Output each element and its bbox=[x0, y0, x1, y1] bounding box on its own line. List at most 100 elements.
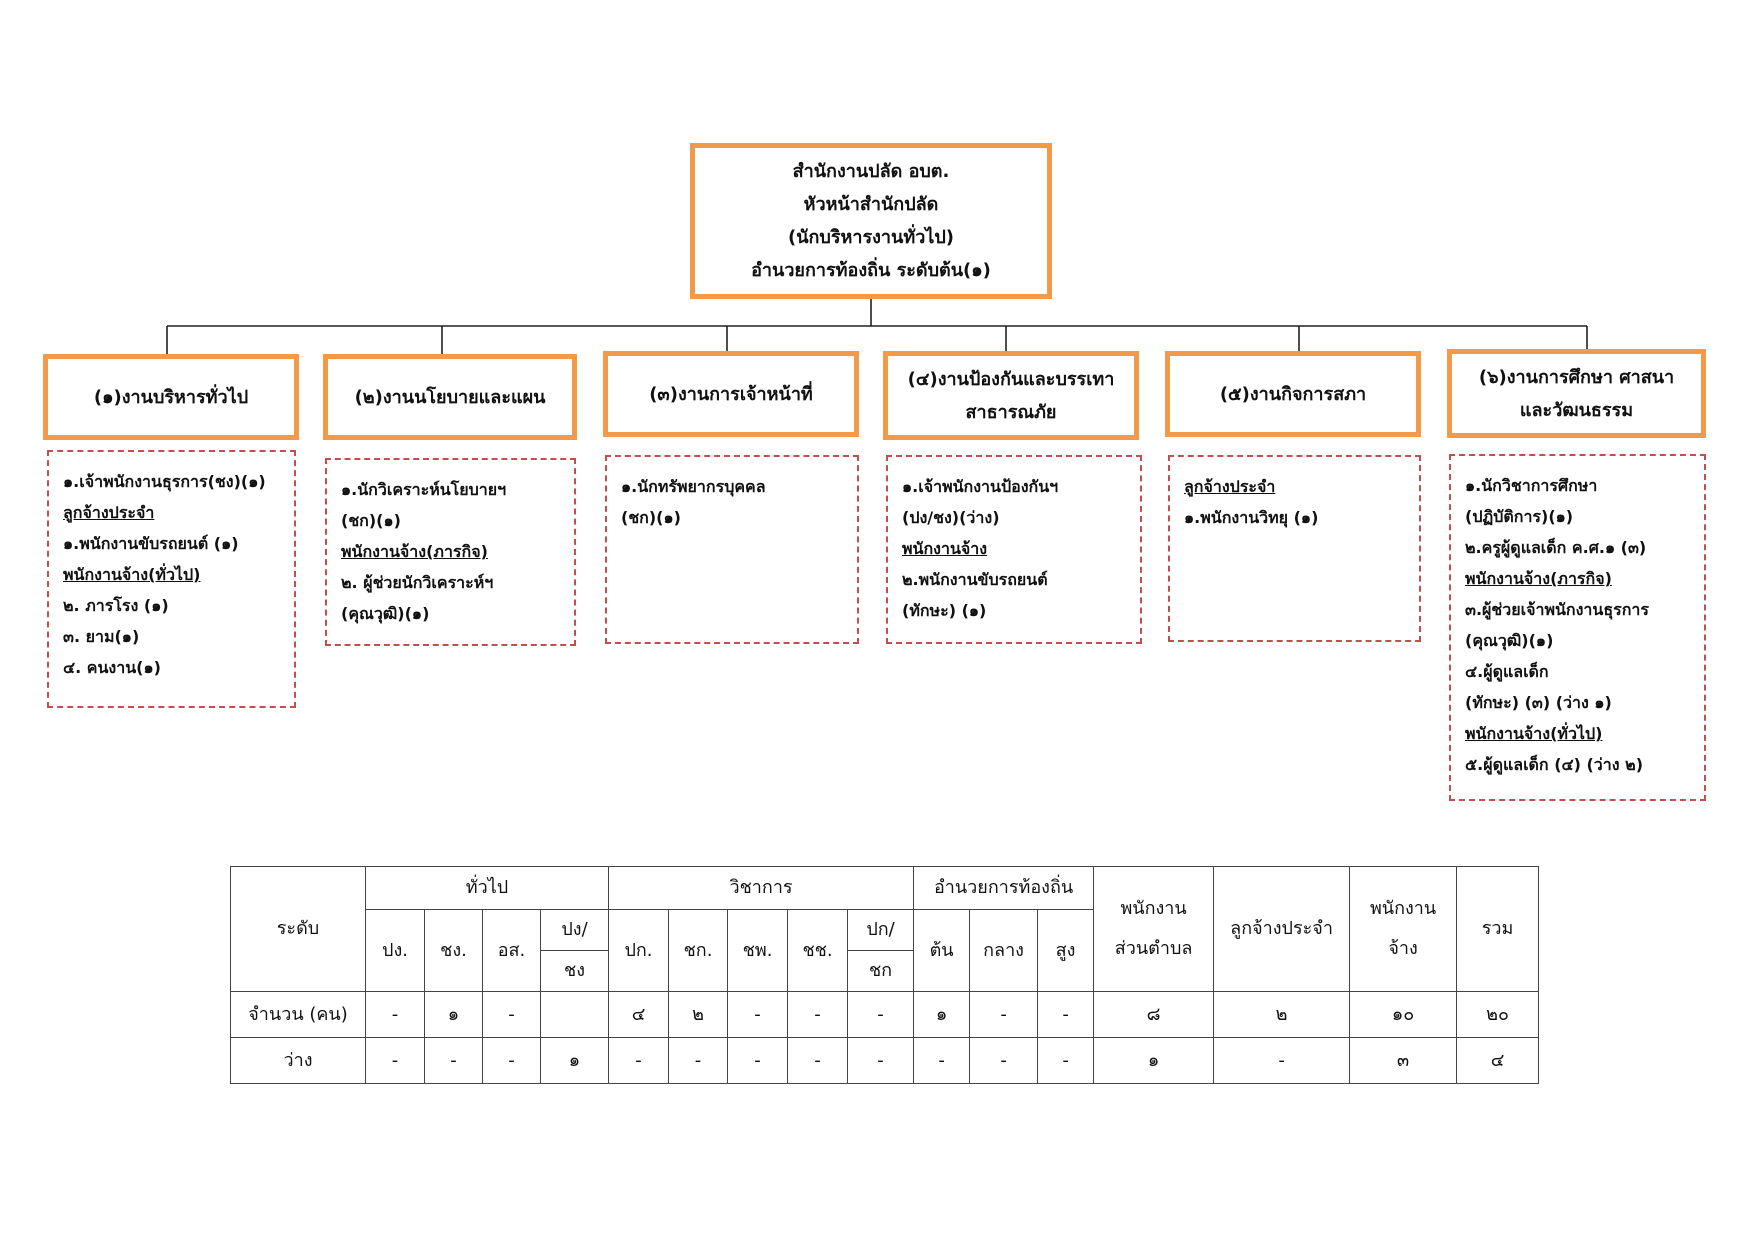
col-header: กลาง bbox=[969, 909, 1039, 992]
section-title: (๔)งานป้องกันและบรรเทา bbox=[907, 368, 1115, 390]
detail-item: ๑.เจ้าพนักงานธุรการ(ชง)(๑) bbox=[63, 472, 266, 491]
table-row: ว่าง - - - ๑ - - - - - - - - ๑ - ๓ ๔ bbox=[230, 1037, 1540, 1084]
col-header: ปก/ bbox=[847, 909, 915, 951]
head-office-box: สำนักงานปลัด อบต. หัวหน้าสำนักปลัด (นักบ… bbox=[690, 143, 1052, 299]
col-header: อส. bbox=[482, 909, 541, 992]
head-line-2: หัวหน้าสำนักปลัด bbox=[803, 194, 939, 215]
table-cell: ๒๐ bbox=[1456, 991, 1540, 1038]
col-header: ต้น bbox=[913, 909, 971, 992]
table-cell: ๑๐ bbox=[1349, 991, 1458, 1038]
table-row: จำนวน (คน) - ๑ - ๔ ๒ - - - ๑ - - ๘ ๒ ๑๐ … bbox=[230, 991, 1540, 1038]
detail-item: พนักงานจ้าง bbox=[902, 539, 988, 558]
detail-item: พนักงานจ้าง(ภารกิจ) bbox=[1465, 569, 1612, 588]
section-box-1: (๑)งานบริหารทั่วไป bbox=[43, 354, 299, 440]
staffing-summary-table: ระดับ ทั่วไป วิชาการ อำนวยการท้องถิ่น พน… bbox=[230, 866, 1540, 1084]
table-cell: ๑ bbox=[913, 991, 971, 1038]
col-header: สูง bbox=[1037, 909, 1095, 992]
section-detail-5: ลูกจ้างประจำ ๑.พนักงานวิทยุ (๑) bbox=[1168, 455, 1421, 642]
head-line-1: สำนักงานปลัด อบต. bbox=[792, 161, 950, 182]
detail-item: (ปง/ชง)(ว่าง) bbox=[902, 508, 1000, 527]
section-detail-6: ๑.นักวิชาการศึกษา (ปฏิบัติการ)(๑) ๒.ครูผ… bbox=[1449, 454, 1706, 801]
admin-group-header: อำนวยการท้องถิ่น bbox=[913, 866, 1095, 910]
col-header: ชช. bbox=[787, 909, 849, 992]
section-title: (๒)งานนโยบายและแผน bbox=[354, 386, 546, 408]
col-header: ชง. bbox=[424, 909, 483, 992]
table-cell: - bbox=[1213, 1037, 1351, 1084]
col-header: ชก. bbox=[668, 909, 729, 992]
row-label: ว่าง bbox=[230, 1037, 366, 1084]
contract-header: พนักงาน จ้าง bbox=[1349, 866, 1458, 992]
table-cell: ๔ bbox=[1456, 1037, 1540, 1084]
section-box-5: (๕)งานกิจการสภา bbox=[1165, 351, 1421, 437]
detail-item: ๔.ผู้ดูแลเด็ก bbox=[1465, 662, 1549, 681]
detail-item: ลูกจ้างประจำ bbox=[1184, 477, 1276, 496]
table-cell: - bbox=[482, 991, 541, 1038]
table-cell: - bbox=[847, 991, 915, 1038]
detail-item: ๕.ผู้ดูแลเด็ก (๔) (ว่าง ๒) bbox=[1465, 755, 1644, 774]
detail-item: ๒. ผู้ช่วยนักวิเคราะห์ฯ bbox=[341, 573, 494, 592]
section-detail-1: ๑.เจ้าพนักงานธุรการ(ชง)(๑) ลูกจ้างประจำ … bbox=[47, 450, 296, 708]
head-line-3: (นักบริหารงานทั่วไป) bbox=[787, 227, 955, 248]
section-detail-4: ๑.เจ้าพนักงานป้องกันฯ (ปง/ชง)(ว่าง) พนัก… bbox=[886, 455, 1142, 644]
detail-item: (ชก)(๑) bbox=[621, 508, 681, 527]
table-cell: - bbox=[365, 991, 425, 1038]
section-title-line-2: และวัฒนธรรม bbox=[1519, 399, 1634, 421]
table-cell: - bbox=[969, 991, 1039, 1038]
detail-item: ๑.พนักงานขับรถยนต์ (๑) bbox=[63, 534, 239, 553]
col-header: ปง/ bbox=[539, 909, 610, 951]
detail-item: พนักงานจ้าง(ทั่วไป) bbox=[63, 565, 201, 584]
detail-item: ๒.พนักงานขับรถยนต์ bbox=[902, 570, 1048, 589]
detail-item: ลูกจ้างประจำ bbox=[63, 503, 155, 522]
col-header: ชง bbox=[539, 950, 610, 992]
row-label: จำนวน (คน) bbox=[230, 991, 366, 1038]
col-header: ชก bbox=[847, 950, 915, 992]
detail-item: (ทักษะ) (๓) (ว่าง ๑) bbox=[1465, 693, 1612, 712]
detail-item: ๑.นักวิชาการศึกษา bbox=[1465, 476, 1598, 495]
table-cell: - bbox=[727, 991, 789, 1038]
table-cell: - bbox=[787, 991, 849, 1038]
detail-item: พนักงานจ้าง(ภารกิจ) bbox=[341, 542, 488, 561]
detail-item: ๑.นักวิเคราะห์นโยบายฯ bbox=[341, 480, 507, 499]
table-cell: - bbox=[365, 1037, 425, 1084]
section-box-3: (๓)งานการเจ้าหน้าที่ bbox=[603, 351, 859, 437]
level-header: ระดับ bbox=[230, 866, 366, 992]
table-cell: ๒ bbox=[1213, 991, 1351, 1038]
detail-item: ๑.เจ้าพนักงานป้องกันฯ bbox=[902, 477, 1059, 496]
staff-header: พนักงาน ส่วนตำบล bbox=[1093, 866, 1215, 992]
detail-item: (คุณวุฒิ)(๑) bbox=[341, 604, 430, 623]
detail-item: (ปฏิบัติการ)(๑) bbox=[1465, 507, 1574, 526]
general-group-header: ทั่วไป bbox=[364, 866, 610, 910]
table-cell: - bbox=[1037, 991, 1095, 1038]
permanent-header: ลูกจ้างประจำ bbox=[1213, 866, 1351, 992]
head-line-4: อำนวยการท้องถิ่น ระดับต้น(๑) bbox=[751, 260, 991, 281]
col-header: ปง. bbox=[365, 909, 425, 992]
detail-item: (คุณวุฒิ)(๑) bbox=[1465, 631, 1554, 650]
table-cell: - bbox=[913, 1037, 971, 1084]
table-cell: - bbox=[969, 1037, 1039, 1084]
detail-item: ๑.พนักงานวิทยุ (๑) bbox=[1184, 508, 1319, 527]
table-cell: - bbox=[668, 1037, 729, 1084]
table-cell: - bbox=[482, 1037, 541, 1084]
table-cell: - bbox=[1037, 1037, 1095, 1084]
section-box-4: (๔)งานป้องกันและบรรเทา สาธารณภัย bbox=[883, 351, 1139, 440]
detail-item: พนักงานจ้าง(ทั่วไป) bbox=[1465, 724, 1603, 743]
section-title: (๓)งานการเจ้าหน้าที่ bbox=[649, 383, 813, 405]
table-cell: ๘ bbox=[1093, 991, 1215, 1038]
academic-group-header: วิชาการ bbox=[608, 866, 915, 910]
section-title-line-2: สาธารณภัย bbox=[965, 401, 1057, 423]
detail-item: ๓. ยาม(๑) bbox=[63, 627, 140, 646]
detail-item: ๑.นักทรัพยากรบุคคล bbox=[621, 477, 766, 496]
detail-item: ๒.ครูผู้ดูแลเด็ก ค.ศ.๑ (๓) bbox=[1465, 538, 1647, 557]
section-box-6: (๖)งานการศึกษา ศาสนา และวัฒนธรรม bbox=[1447, 349, 1706, 438]
table-cell: - bbox=[608, 1037, 670, 1084]
detail-item: (ชก)(๑) bbox=[341, 511, 401, 530]
table-cell: ๑ bbox=[1093, 1037, 1215, 1084]
detail-item: (ทักษะ) (๑) bbox=[902, 601, 987, 620]
col-header: ปก. bbox=[608, 909, 670, 992]
total-header: รวม bbox=[1456, 866, 1540, 992]
table-cell: ๔ bbox=[608, 991, 670, 1038]
section-title: (๖)งานการศึกษา ศาสนา bbox=[1478, 366, 1675, 388]
section-box-2: (๒)งานนโยบายและแผน bbox=[323, 354, 577, 440]
section-detail-2: ๑.นักวิเคราะห์นโยบายฯ (ชก)(๑) พนักงานจ้า… bbox=[325, 458, 576, 646]
